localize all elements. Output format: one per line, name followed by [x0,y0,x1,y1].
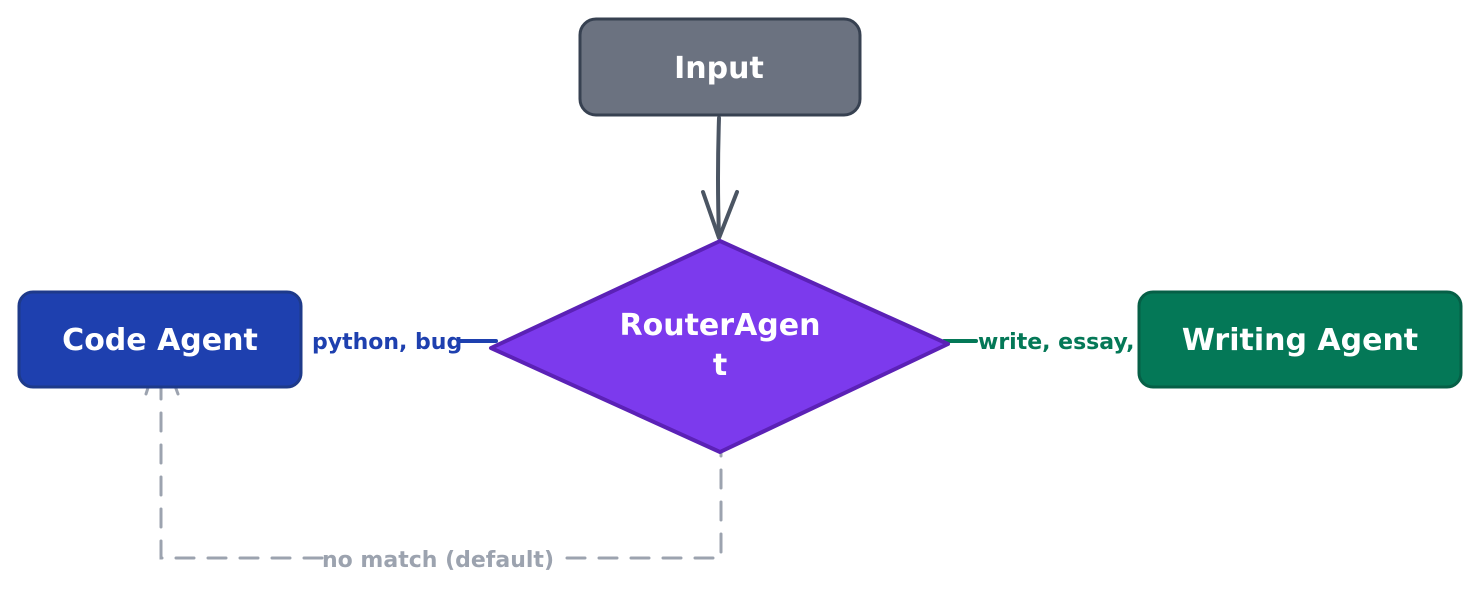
edge-input-to-router [701,116,739,240]
input-node[interactable]: Input [578,17,862,117]
edge-label-write-essay: write, essay, [978,330,1134,355]
writing-agent-node[interactable]: Writing Agent [1137,290,1463,389]
router-node-label-line2: t [713,348,727,383]
router-node[interactable]: RouterAgen t [489,239,950,454]
code-agent-node[interactable]: Code Agent [17,290,303,389]
code-agent-label: Code Agent [62,323,258,358]
edge-label-python-bug: python, bug [312,330,462,355]
input-node-label: Input [674,51,764,86]
router-node-label-line1: RouterAgen [620,308,821,343]
edge-label-no-match: no match (default) [322,548,554,573]
writing-agent-label: Writing Agent [1182,323,1418,358]
edge-router-to-writing: write, essay, [942,330,1134,355]
arrowhead-down-icon [701,190,739,240]
edge-router-to-code: python, bug [312,330,498,355]
